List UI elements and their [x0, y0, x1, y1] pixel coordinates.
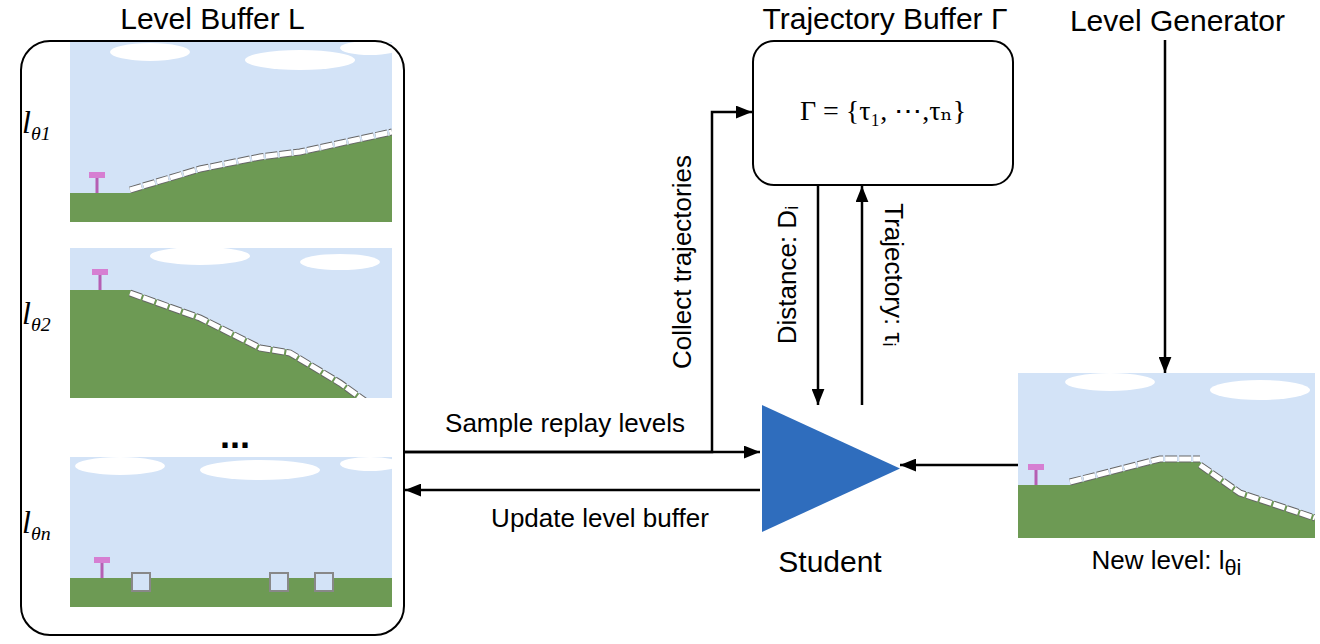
arrow: [900, 464, 1018, 467]
edge-label: Sample replay levels: [442, 408, 688, 439]
buffer-title: Trajectory Buffer Γ: [714, 2, 1056, 36]
edge-label: Update level buffer: [488, 503, 712, 534]
trajectory-buffer: Trajectory Buffer ΓΓ = {τ₁, ⋯,τₙ}: [752, 40, 1014, 186]
level-label: lθn: [22, 504, 51, 545]
ellipsis: ...: [205, 415, 265, 457]
edge-label: Trajectory: τᵢ: [878, 200, 909, 349]
edge-label: Collect trajectories: [667, 152, 698, 372]
level-image-node: lθn: [72, 459, 394, 609]
student-triangle: Student: [760, 405, 900, 532]
arrow: [405, 112, 752, 452]
level-image-node: lθ2: [72, 250, 394, 400]
edge-label: Distance: Dᵢ: [772, 203, 803, 347]
level-image: [70, 248, 392, 398]
level-image: [70, 42, 392, 222]
new-level-caption: New level: lθi: [1018, 545, 1315, 581]
level-image-node: lθ1: [72, 44, 394, 224]
arrow: [817, 186, 820, 405]
level-label: lθ2: [22, 295, 51, 336]
new-level-node: New level: lθi: [1018, 373, 1315, 538]
arrow: [1164, 40, 1167, 373]
level-image: [1018, 373, 1315, 538]
level-buffer: Level Buffer Llθ1lθ2lθn: [20, 40, 405, 636]
buffer-contents: Γ = {τ₁, ⋯,τₙ}: [754, 94, 1012, 127]
student-label: Student: [720, 545, 940, 579]
level-label: lθ1: [22, 104, 51, 145]
generator-title: Level Generator: [1040, 4, 1315, 38]
generator-label: Level Generator: [1040, 2, 1315, 40]
arrow: [405, 489, 760, 492]
arrow: [861, 186, 864, 405]
buffer-title: Level Buffer L: [22, 2, 403, 36]
triangle-shape: [760, 405, 900, 532]
level-image: [70, 457, 392, 607]
